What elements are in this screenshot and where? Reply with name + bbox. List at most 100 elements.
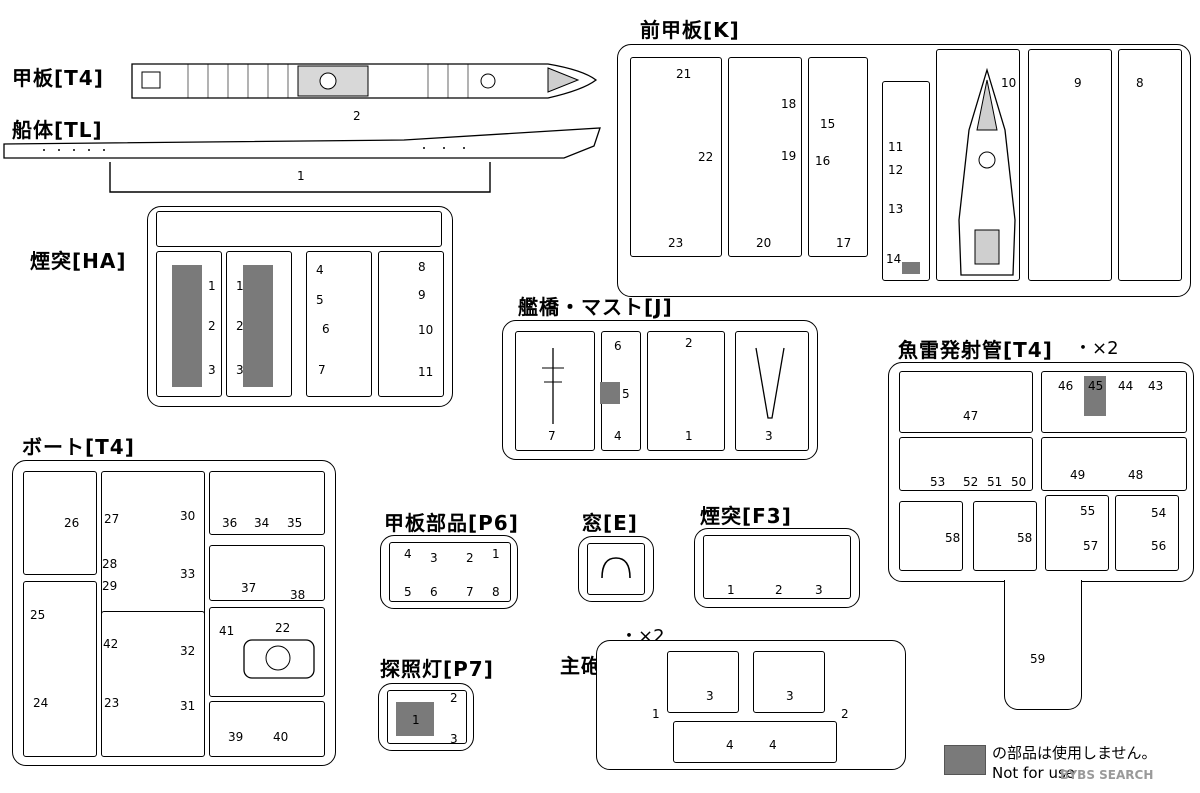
torpedo-t4-title: 魚雷発射管[T4] xyxy=(898,338,1053,362)
fore-deck-k-sheet xyxy=(617,44,1191,297)
part-number: 2 xyxy=(208,319,216,333)
part-number: 10 xyxy=(1001,76,1017,90)
part-number: 43 xyxy=(1148,379,1164,393)
deck-parts-p6-title: 甲板部品[P6] xyxy=(384,511,519,535)
part-number: 24 xyxy=(33,696,49,710)
part-number: 40 xyxy=(273,730,289,744)
part-number: 15 xyxy=(820,117,836,131)
part-number: 38 xyxy=(290,588,306,602)
bridge-mast-j-title: 艦橋・マスト[J] xyxy=(518,295,673,319)
part-number: 33 xyxy=(180,567,196,581)
legend-en-text: Not for use xyxy=(992,764,1075,782)
part-number: 47 xyxy=(963,409,979,423)
part-number: 1 xyxy=(208,279,216,293)
part-number: 2 xyxy=(685,336,693,350)
part-number: 5 xyxy=(316,293,324,307)
part-number: 50 xyxy=(1011,475,1027,489)
part-number: 16 xyxy=(815,154,831,168)
part-number: 28 xyxy=(102,557,118,571)
bridge-mast-j-sheet xyxy=(502,320,818,460)
torpedo-multiplier: ・×2 xyxy=(1074,338,1119,359)
funnel-f3-title: 煙突[F3] xyxy=(700,504,792,528)
part-number: 31 xyxy=(180,699,196,713)
searchlight-p7-title: 探照灯[P7] xyxy=(380,657,494,681)
part-number: 51 xyxy=(987,475,1003,489)
funnel-ha-sheet xyxy=(147,206,453,407)
hull-tl-part xyxy=(4,122,608,162)
part-number: 30 xyxy=(180,509,196,523)
part-number: 3 xyxy=(450,732,458,746)
part-number: 27 xyxy=(104,512,120,526)
tripod-part xyxy=(752,348,788,426)
part-number: 12 xyxy=(888,163,904,177)
mast-part xyxy=(538,348,568,426)
part-number: 26 xyxy=(64,516,80,530)
watermark: BYBS SEARCH xyxy=(1060,768,1154,782)
part-number: 8 xyxy=(1136,76,1144,90)
part-number: 4 xyxy=(726,738,734,752)
part-number: 55 xyxy=(1080,504,1096,518)
part-number: 53 xyxy=(930,475,946,489)
part-number: 9 xyxy=(418,288,426,302)
part-number: 44 xyxy=(1118,379,1134,393)
boat-t4-sheet xyxy=(12,460,336,766)
part-number: 37 xyxy=(241,581,257,595)
part-number: 23 xyxy=(104,696,120,710)
part-number: 4 xyxy=(316,263,324,277)
part-number: 22 xyxy=(698,150,714,164)
funnel-f3-sheet xyxy=(694,528,860,608)
unused-highlight xyxy=(172,265,202,387)
part-number: 2 xyxy=(236,319,244,333)
part-number: 1 xyxy=(652,707,660,721)
deck-t4-title: 甲板[T4] xyxy=(12,66,104,90)
part-number: 18 xyxy=(781,97,797,111)
part-number: 21 xyxy=(676,67,692,81)
part-number: 2 xyxy=(841,707,849,721)
part-number: 11 xyxy=(418,365,434,379)
part-number: 42 xyxy=(103,637,119,651)
window-e-sheet xyxy=(578,536,654,602)
part-number: 4 xyxy=(769,738,777,752)
part-number: 6 xyxy=(430,585,438,599)
part-number: 46 xyxy=(1058,379,1074,393)
part-number: 23 xyxy=(668,236,684,250)
unused-highlight xyxy=(243,265,273,387)
part-number: 2 xyxy=(353,109,361,123)
part-number: 6 xyxy=(322,322,330,336)
part-number: 7 xyxy=(466,585,474,599)
part-number: 54 xyxy=(1151,506,1167,520)
part-number: 48 xyxy=(1128,468,1144,482)
part-number: 36 xyxy=(222,516,238,530)
fore-deck-k-title: 前甲板[K] xyxy=(640,18,740,42)
part-number: 2 xyxy=(775,583,783,597)
part-number: 3 xyxy=(236,363,244,377)
part-number: 1 xyxy=(412,713,420,727)
part-number: 10 xyxy=(418,323,434,337)
part-number: 22 xyxy=(275,621,291,635)
part-number: 9 xyxy=(1074,76,1082,90)
part-number: 19 xyxy=(781,149,797,163)
part-number: 7 xyxy=(548,429,556,443)
torpedo-t4-sheet xyxy=(888,362,1194,582)
part-number: 25 xyxy=(30,608,46,622)
part-number: 57 xyxy=(1083,539,1099,553)
part-number: 17 xyxy=(836,236,852,250)
part-number: 2 xyxy=(450,691,458,705)
part-number: 14 xyxy=(886,252,902,266)
part-number: 1 xyxy=(727,583,735,597)
part-number: 58 xyxy=(945,531,961,545)
part-number: 4 xyxy=(614,429,622,443)
part-number: 8 xyxy=(418,260,426,274)
boat-part-22 xyxy=(238,636,318,686)
unused-highlight xyxy=(600,382,620,404)
part-number: 41 xyxy=(219,624,235,638)
part-number: 59 xyxy=(1030,652,1046,666)
part-number: 6 xyxy=(614,339,622,353)
part-number: 58 xyxy=(1017,531,1033,545)
part-number: 1 xyxy=(492,547,500,561)
part-number: 3 xyxy=(815,583,823,597)
part-number: 3 xyxy=(430,551,438,565)
deck-parts-p6-sheet xyxy=(380,535,518,609)
legend-jp-text: の部品は使用しません。 xyxy=(992,744,1157,762)
part-number: 3 xyxy=(208,363,216,377)
